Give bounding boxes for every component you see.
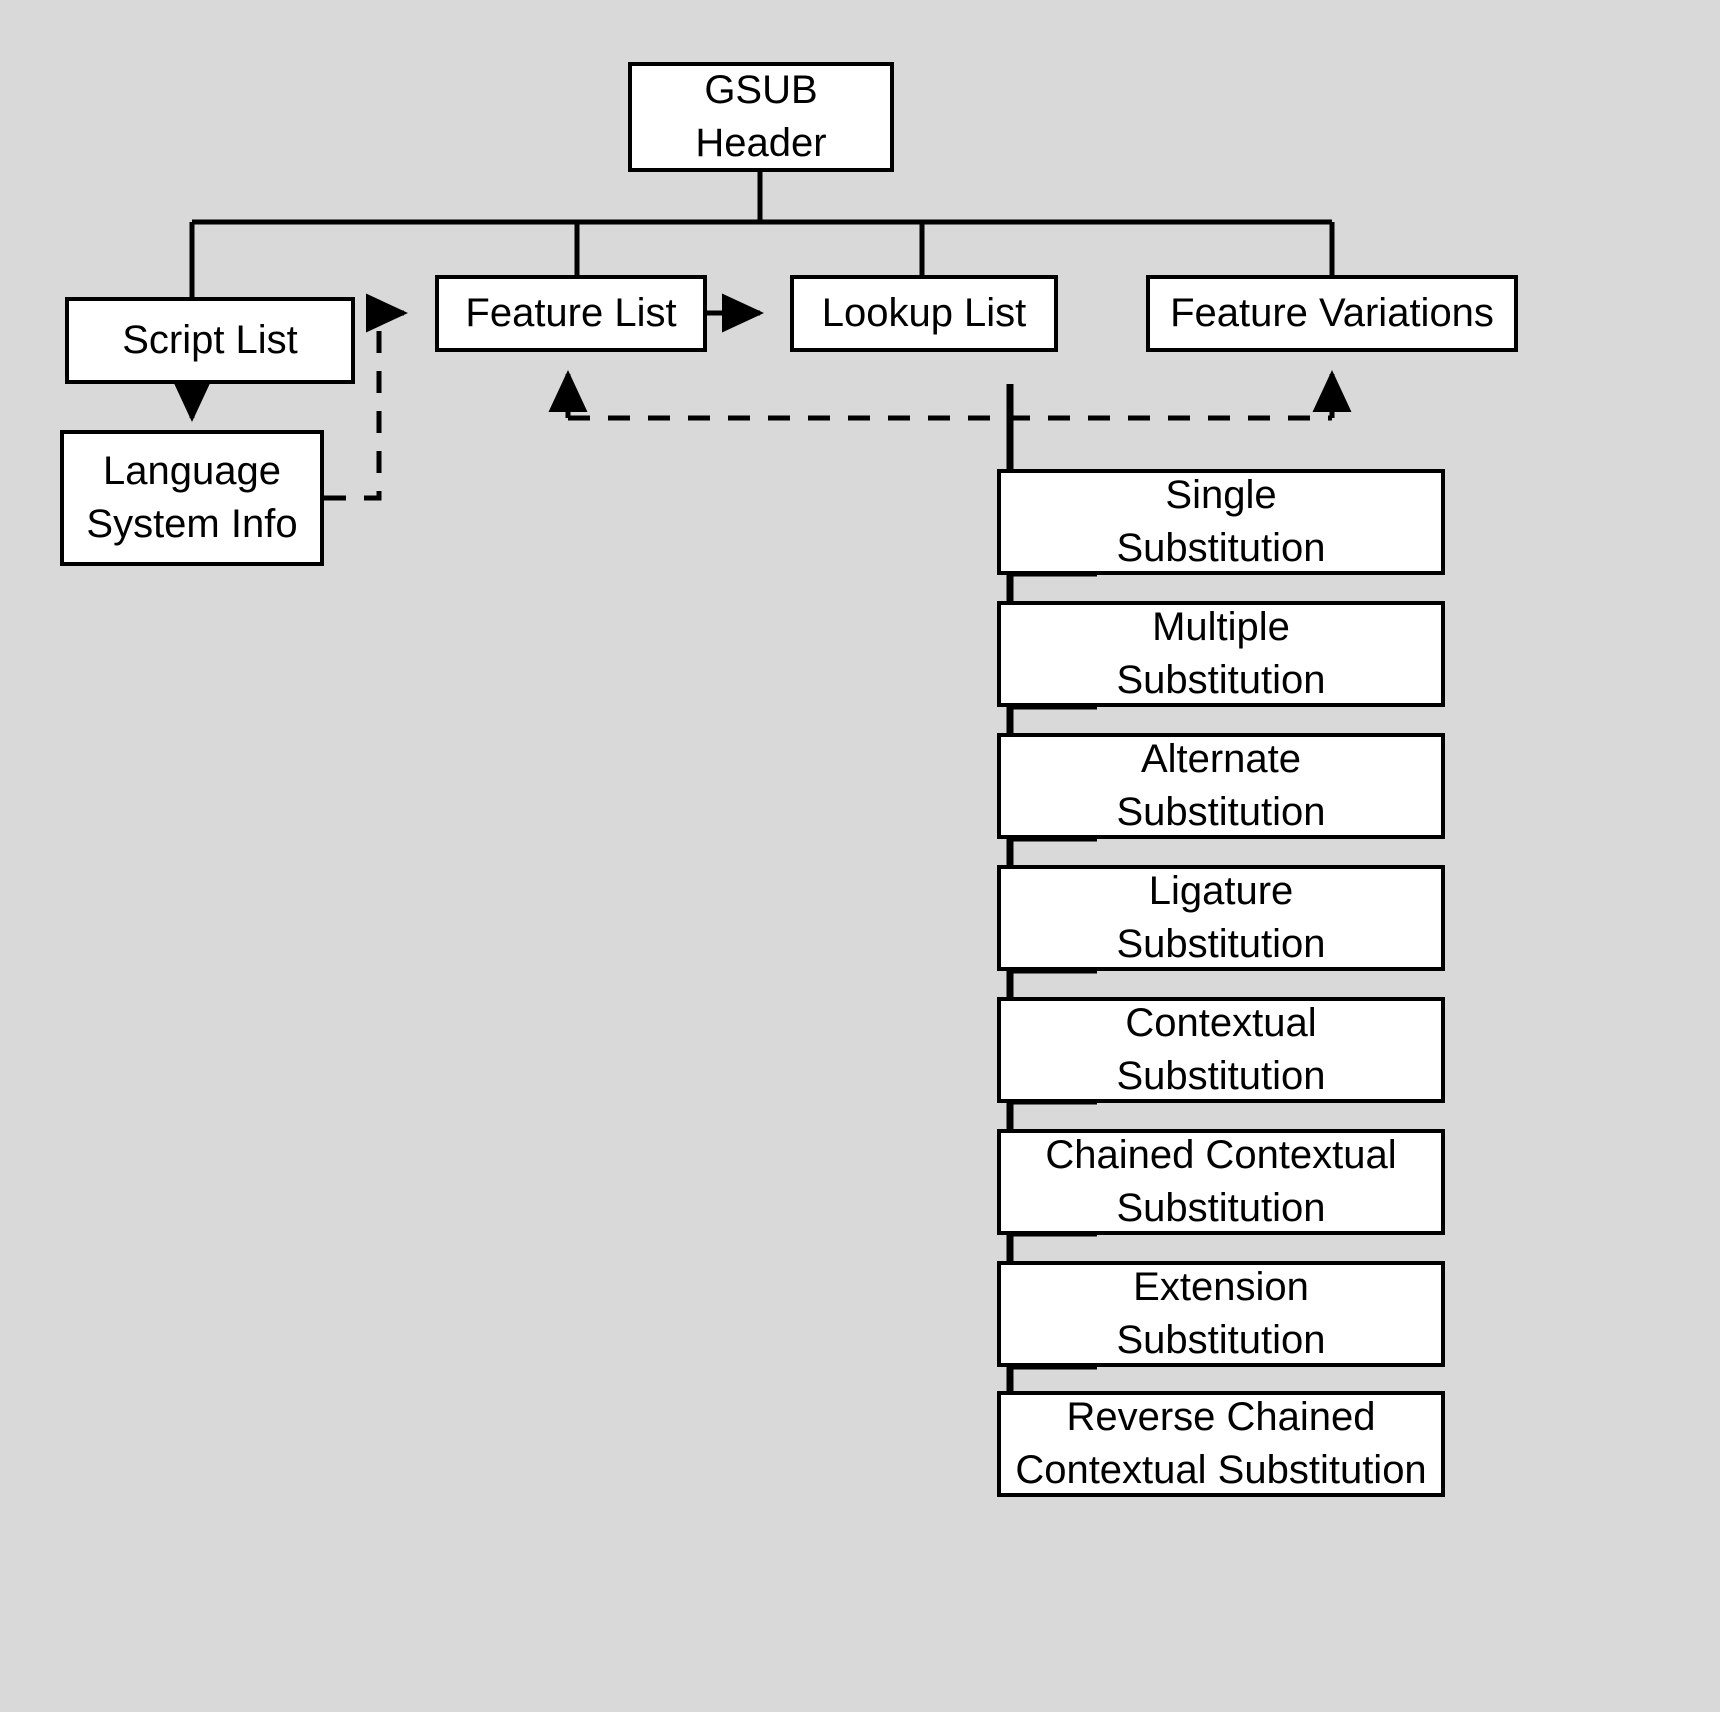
node-lookup-subtype-line1: Single [1165,473,1277,518]
node-language-system-info-line2: System Info [86,502,298,546]
node-lookup-subtype[interactable]: Ligature Substitution [997,865,1445,971]
node-lookup-list-label: Lookup List [821,291,1027,336]
dashed-line-featurevariations-bus [565,392,1335,421]
node-gsub-header-line2: Header [695,121,827,165]
node-lookup-subtype-line1: Multiple [1152,605,1290,650]
node-feature-variations[interactable]: Feature Variations [1146,275,1518,352]
node-feature-list-label: Feature List [465,291,677,336]
node-lookup-subtype[interactable]: Reverse Chained Contextual Substitution [997,1391,1445,1497]
node-lookup-subtype-line2: Substitution [1116,526,1326,570]
node-feature-list[interactable]: Feature List [435,275,707,352]
node-lookup-subtype[interactable]: Chained Contextual Substitution [997,1129,1445,1235]
node-lookup-subtype-line1: Reverse Chained [1066,1395,1376,1440]
node-lookup-subtype-line2: Substitution [1116,1186,1326,1230]
node-gsub-header[interactable]: GSUB Header [628,62,894,172]
dashed-arrowheads-up [548,369,1352,412]
node-script-list[interactable]: Script List [65,297,355,384]
node-lookup-subtype-line1: Chained Contextual [1045,1133,1397,1178]
node-lookup-subtype-line1: Contextual [1125,1001,1317,1046]
node-language-system-info-line1: Language [103,449,281,494]
node-script-list-label: Script List [122,318,298,363]
node-lookup-subtype-line2: Substitution [1116,1318,1326,1362]
node-gsub-header-line1: GSUB [704,68,818,113]
node-feature-variations-label: Feature Variations [1170,291,1494,336]
node-lookup-subtype-line2: Substitution [1116,790,1326,834]
node-lookup-subtype[interactable]: Alternate Substitution [997,733,1445,839]
node-lookup-subtype[interactable]: Single Substitution [997,469,1445,575]
node-lookup-subtype[interactable]: Contextual Substitution [997,997,1445,1103]
node-lookup-subtype-line2: Substitution [1116,658,1326,702]
node-lookup-subtype[interactable]: Multiple Substitution [997,601,1445,707]
node-lookup-subtype-line2: Substitution [1116,1054,1326,1098]
node-lookup-list[interactable]: Lookup List [790,275,1058,352]
node-lookup-subtype-line1: Extension [1133,1265,1309,1310]
node-lookup-subtype-line1: Alternate [1140,737,1302,782]
node-language-system-info[interactable]: Language System Info [60,430,324,566]
node-lookup-subtype-line2: Substitution [1116,922,1326,966]
node-lookup-subtype-line1: Ligature [1148,869,1294,914]
node-lookup-subtype-line2: Contextual Substitution [1015,1448,1427,1492]
node-lookup-subtype[interactable]: Extension Substitution [997,1261,1445,1367]
